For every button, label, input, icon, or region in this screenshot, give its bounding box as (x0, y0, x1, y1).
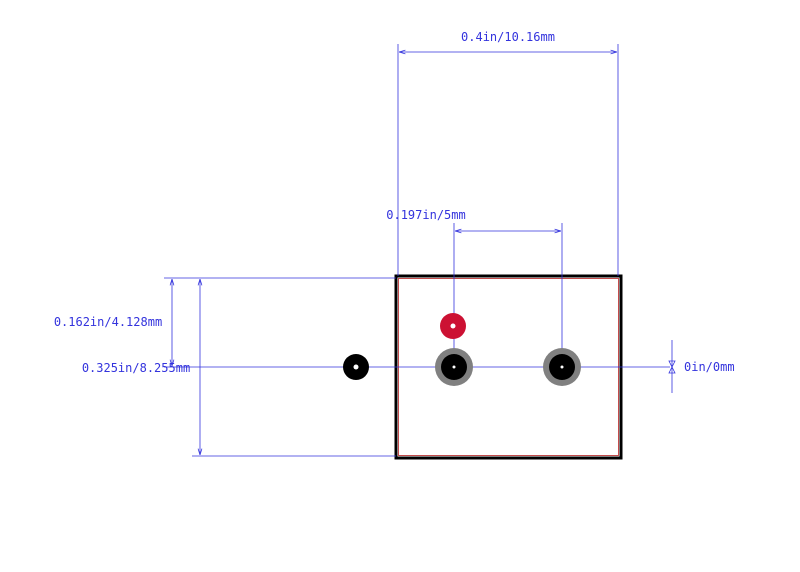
offset-label: 0in/0mm (684, 360, 735, 374)
pad-1 (435, 348, 473, 386)
pad-2 (543, 348, 581, 386)
dimension-pin-pitch: 0.197in/5mm (386, 208, 563, 367)
dimension-height-to-center: 0.162in/4.128mm (54, 277, 670, 368)
dimension-offset: 0in/0mm (668, 340, 735, 393)
origin-marker (343, 354, 369, 380)
overall-width-label: 0.4in/10.16mm (461, 30, 555, 44)
height-to-center-label: 0.162in/4.128mm (54, 315, 162, 329)
dimension-overall-width: 0.4in/10.16mm (397, 30, 619, 276)
pin-pitch-label: 0.197in/5mm (386, 208, 465, 222)
pin-1-marker (440, 313, 466, 339)
overall-height-label: 0.325in/8.255mm (82, 361, 190, 375)
